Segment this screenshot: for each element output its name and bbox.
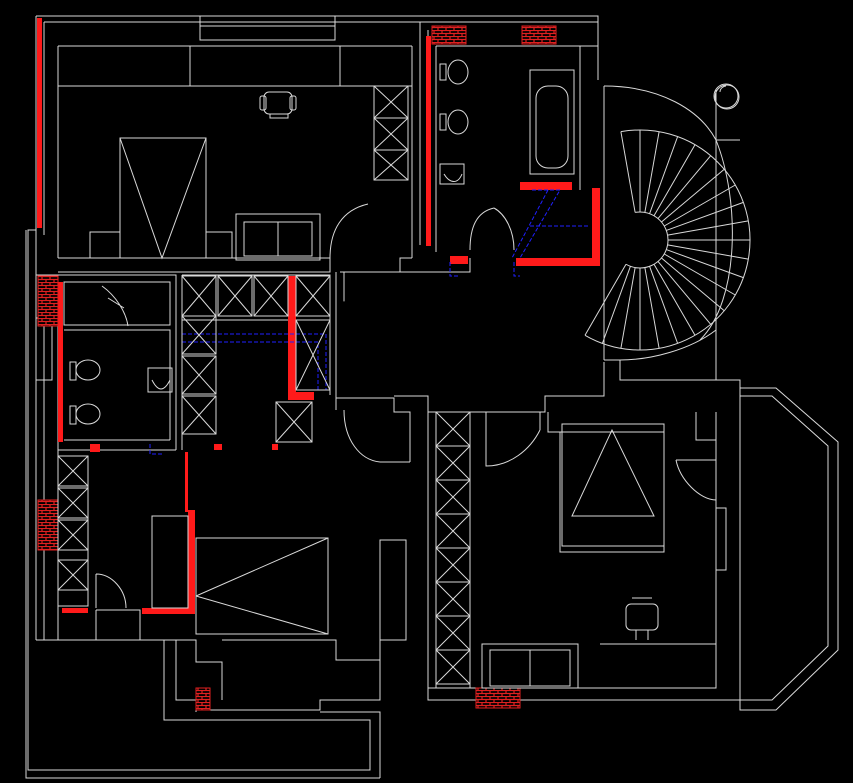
wardrobe-cell <box>275 401 313 443</box>
stair-tread <box>661 168 725 223</box>
stair-tread <box>653 144 696 217</box>
wardrobe-south-west <box>57 455 89 607</box>
wardrobe-cell-cross <box>57 519 89 551</box>
wardrobe-cell-cross <box>435 411 471 447</box>
washbasin-west <box>147 367 173 393</box>
armchair-icon <box>259 91 297 119</box>
spiral-stair <box>584 129 751 351</box>
wardrobe-cell-cross <box>435 649 471 685</box>
wardrobe-north-west <box>373 85 409 181</box>
stair-tread <box>601 266 631 344</box>
stair-tread <box>644 267 660 349</box>
wardrobe-cell-cross <box>435 615 471 651</box>
bidet-west <box>69 403 101 425</box>
bidet-north <box>439 109 469 135</box>
wardrobe-cell-cross <box>181 315 217 355</box>
sofa-south-east <box>481 643 716 689</box>
stair-tread <box>653 263 696 336</box>
wardrobe-cell-cross <box>435 547 471 583</box>
stair-tread <box>666 201 744 231</box>
wardrobe-cell-cross <box>181 355 217 395</box>
wardrobe-cell-cross <box>57 487 89 519</box>
stair-tread <box>666 249 744 279</box>
wardrobe-cell-cross <box>57 455 89 487</box>
stair-tread <box>649 136 679 214</box>
stair-tread <box>649 266 679 344</box>
stair-tread <box>661 257 725 312</box>
desk-chair-icon <box>625 597 659 640</box>
wardrobe-cell <box>181 315 217 355</box>
wardrobe-cell-cross <box>435 479 471 515</box>
stair-tread <box>644 131 660 213</box>
wardrobe-cell <box>253 275 289 317</box>
wardrobe-cell <box>295 319 331 391</box>
sofa-north-west <box>235 213 321 261</box>
furniture <box>57 59 716 689</box>
wardrobe-cell-cross <box>435 513 471 549</box>
wardrobe-cell-cross <box>57 559 89 591</box>
stair-edge <box>584 129 751 351</box>
wardrobe-cell-cross <box>181 395 217 435</box>
walls <box>25 15 839 779</box>
stair-tread <box>667 244 749 260</box>
new-wall-segments <box>37 18 600 614</box>
shower-west <box>101 285 129 327</box>
washbasin-north <box>439 163 465 185</box>
bathtub-north <box>529 69 575 175</box>
stair-edge <box>625 211 669 269</box>
stair-tread <box>620 131 636 213</box>
stair-tread <box>657 155 712 219</box>
wardrobe-units <box>57 275 471 685</box>
wardrobe-cell-cross <box>253 275 289 317</box>
wardrobe-cell-cross <box>435 581 471 617</box>
bed-south-west <box>151 515 329 635</box>
stair-tread <box>620 267 636 349</box>
toilet-north <box>439 59 469 85</box>
wardrobe-cell <box>217 275 253 317</box>
stair-tread <box>663 184 736 227</box>
wardrobe-cell-cross <box>295 275 331 317</box>
stair-tread <box>663 253 736 296</box>
wardrobe-cell <box>181 355 217 395</box>
hidden-lines <box>149 189 590 455</box>
wardrobe-cell-cross <box>275 401 313 443</box>
wardrobe-cell-cross <box>295 319 331 391</box>
wardrobe-cell <box>295 275 331 317</box>
wardrobe-south-east <box>435 411 471 689</box>
brick-wall-segments <box>37 25 557 711</box>
door-swing <box>95 573 127 609</box>
bed-south-east <box>561 423 665 547</box>
wardrobe-cell <box>181 395 217 435</box>
toilet-west <box>69 359 101 381</box>
annotation-marks <box>713 83 739 109</box>
stair-tread <box>584 263 627 336</box>
stair-tread <box>657 261 712 325</box>
wardrobe-cell-cross <box>181 275 217 317</box>
wardrobe-cell-cross <box>435 445 471 481</box>
bed-north-west <box>89 137 233 260</box>
wardrobe-cell-cross <box>217 275 253 317</box>
stair-tread <box>667 220 749 236</box>
